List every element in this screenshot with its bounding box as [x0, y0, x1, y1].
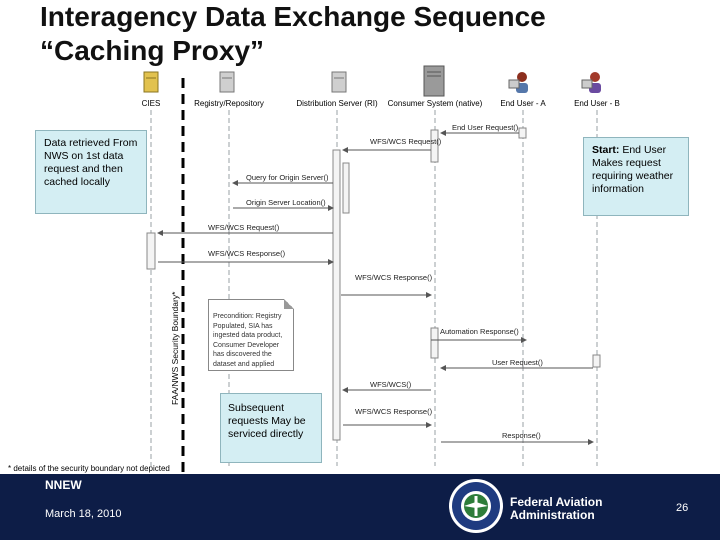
sequence-diagram: CIES Registry/Repository Distribution Se…: [142, 65, 620, 472]
slide-title: Interagency Data Exchange Sequence “Cach…: [40, 0, 546, 68]
callout-start: Start: End User Makes request requiring …: [583, 137, 689, 216]
title-line-2: “Caching Proxy”: [40, 35, 265, 66]
activation-bars: [146, 127, 601, 441]
tower-computer-icon: [423, 65, 445, 97]
note-fold-icon: [284, 299, 294, 309]
title-line-1: Interagency Data Exchange Sequence: [40, 1, 546, 32]
user-at-computer-icon: [508, 72, 528, 93]
message-label: Query for Origin Server(): [246, 173, 329, 182]
message-label: WFS/WCS Request(): [370, 137, 442, 146]
footer-bar: NNEW March 18, 2010 Federal Aviation Adm…: [0, 474, 720, 540]
page-number: 26: [676, 502, 689, 514]
agency-name-line-2: Administration: [510, 508, 595, 522]
slide-date: March 18, 2010: [45, 508, 122, 520]
program-name: NNEW: [45, 478, 82, 492]
footnote: * details of the security boundary not d…: [8, 464, 170, 473]
callout-cached-locally: Data retrieved From NWS on 1st data requ…: [35, 130, 147, 214]
security-boundary-label: FAA/NWS Security Boundary*: [170, 291, 180, 405]
message-label: WFS/WCS Response(): [355, 407, 433, 416]
database-server-icon: [219, 71, 235, 93]
participant-label: Distribution Server (RI): [296, 99, 378, 108]
agency-name: Federal Aviation Administration: [510, 496, 602, 522]
precondition-note: Precondition: Registry Populated, SIA ha…: [208, 299, 294, 371]
participant-label: End User - A: [500, 99, 546, 108]
precondition-note-text: Precondition: Registry Populated, SIA ha…: [213, 313, 283, 368]
message-label: Origin Server Location(): [246, 198, 326, 207]
server-icon: [143, 71, 159, 93]
participant-label: Consumer System (native): [388, 99, 483, 108]
participant-label: Registry/Repository: [194, 99, 264, 108]
callout-subsequent-requests: Subsequent requests May be serviced dire…: [220, 393, 322, 463]
participant-label: End User - B: [574, 99, 620, 108]
user-at-computer-icon: [581, 72, 601, 93]
callout-start-text: End User Makes request requiring weather…: [592, 144, 674, 195]
message-arrows: [157, 130, 594, 445]
message-label: User Request(): [492, 358, 543, 367]
agency-name-line-1: Federal Aviation: [510, 495, 603, 509]
message-label: Automation Response(): [440, 327, 519, 336]
message-label: End User Request(): [452, 123, 519, 132]
message-label: WFS/WCS Response(): [208, 249, 286, 258]
faa-seal-icon: [449, 479, 503, 533]
message-label: WFS/WCS Request(): [208, 223, 280, 232]
message-label: WFS/WCS(): [370, 380, 412, 389]
server-icon: [331, 71, 347, 93]
message-label: WFS/WCS Response(): [355, 273, 433, 282]
participant-label: CIES: [142, 99, 161, 108]
message-label: Response(): [502, 431, 541, 440]
callout-start-label: Start:: [592, 144, 620, 156]
